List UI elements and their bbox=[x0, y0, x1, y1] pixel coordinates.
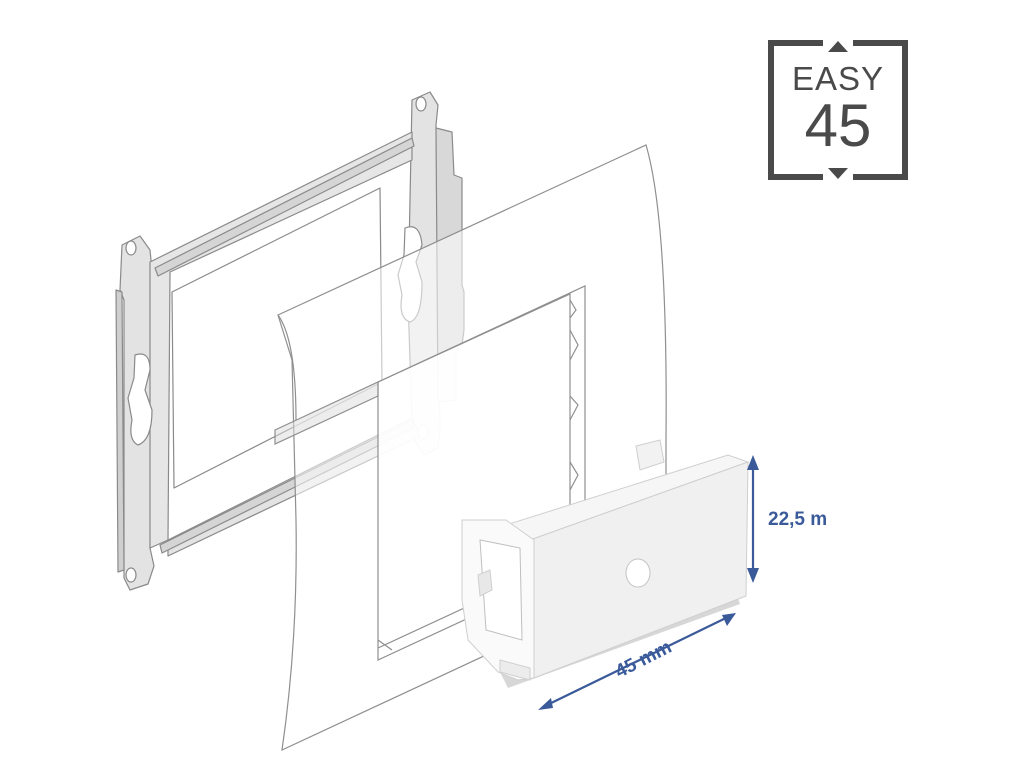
logo-easy-text: EASY bbox=[791, 60, 885, 97]
blank-module bbox=[461, 439, 750, 688]
arrow-up-icon bbox=[828, 41, 848, 52]
logo-frame-icon bbox=[768, 40, 908, 180]
height-dimension-label: 22,5 m bbox=[768, 509, 828, 530]
dimension-arrows bbox=[538, 455, 759, 710]
logo-number: 45 bbox=[804, 92, 872, 159]
arrow-down-icon bbox=[828, 168, 848, 179]
easy45-logo: EASY 45 bbox=[768, 40, 908, 180]
